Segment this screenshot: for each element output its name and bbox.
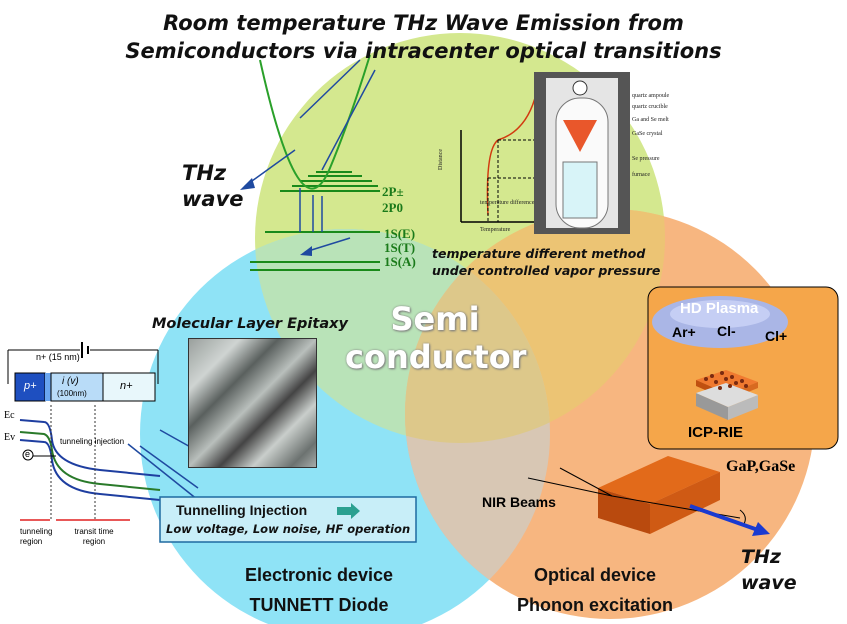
- furnace-label-4: Se pressure: [632, 156, 660, 162]
- furnace-label-3: GaSe crystal: [632, 131, 663, 137]
- temperature-graph: [460, 84, 560, 223]
- thz-wave-label-top: THz wave: [182, 160, 244, 212]
- crystal-block: [598, 456, 720, 534]
- thz-output-arrow: [689, 504, 759, 532]
- optical-device-line-1: Optical device: [533, 565, 657, 585]
- mle-photo: [188, 338, 317, 468]
- icp-panel: [647, 286, 839, 450]
- thz-wave-label-right: THz wave: [741, 544, 797, 596]
- cl-pos-ion: Cl+: [765, 328, 788, 344]
- furnace-label-0: quartz ampoule: [632, 93, 670, 99]
- graph-ylabel: Distance: [438, 149, 444, 170]
- electronic-device-label: Electronic device TUNNETT Diode: [214, 560, 424, 620]
- band-diagram: [19, 405, 161, 521]
- plasma-label: HD Plasma: [680, 300, 759, 317]
- electron-label: e: [25, 449, 31, 459]
- cl-neg-ion: Cl-: [717, 323, 736, 339]
- method-line-1: temperature different method: [432, 246, 646, 261]
- n-plus-label: n+ (15 nm): [36, 352, 80, 362]
- furnace-label-1: quartz crucible: [632, 104, 668, 110]
- ec-label: Ec: [4, 410, 15, 421]
- title-line-2: Semiconductors via intracenter optical t…: [125, 39, 722, 63]
- callout-title: Tunnelling Injection: [176, 502, 308, 518]
- level-1s-e: 1S(E): [384, 226, 416, 241]
- furnace-label-5: furnace: [632, 172, 650, 178]
- transit-region-label: transit time region: [74, 527, 114, 546]
- n-plus-region: n+: [120, 380, 133, 392]
- electronic-device-line-2: TUNNETT Diode: [249, 595, 389, 615]
- level-2p0: 2P0: [382, 200, 403, 215]
- method-label: temperature different method under contr…: [432, 245, 660, 279]
- thz-word: THz: [182, 161, 227, 185]
- i-thickness: (100nm): [57, 389, 87, 398]
- wave-word: wave: [182, 187, 244, 211]
- center-label: Semi conductor: [345, 300, 527, 376]
- electronic-device-line-1: Electronic device: [244, 565, 394, 585]
- electron: [22, 449, 34, 461]
- mle-label: Molecular Layer Epitaxy: [152, 316, 348, 332]
- tunneling-injection-small: tunneling injection: [60, 437, 125, 446]
- tunneling-region-label: tunneling region: [20, 527, 53, 546]
- callout-box: [159, 496, 417, 543]
- icp-label: ICP-RIE: [688, 424, 744, 441]
- ev-label: Ev: [4, 432, 16, 443]
- level-2p-pm: 2P±: [382, 184, 404, 199]
- graph-xlabel: Temperature: [480, 227, 511, 233]
- i-region: i (v): [62, 376, 79, 387]
- furnace: [534, 72, 630, 234]
- optical-device-line-2: Phonon excitation: [516, 595, 673, 615]
- center-label-line-1: Semi: [390, 300, 480, 338]
- method-line-2: under controlled vapor pressure: [432, 263, 661, 278]
- thz-word-right: THz: [741, 546, 781, 568]
- callout-arrow: [337, 503, 360, 519]
- level-1s-a: 1S(A): [384, 254, 416, 269]
- furnace-label-2: Ga and Se melt: [632, 117, 669, 123]
- graph-annotation: temperature difference: [480, 200, 535, 206]
- optical-device-label: Optical device Phonon excitation: [490, 560, 700, 620]
- pin-diode: [7, 342, 159, 402]
- ar-ion: Ar+: [672, 324, 696, 340]
- level-1s-t: 1S(T): [384, 240, 416, 255]
- center-label-line-2: conductor: [345, 338, 527, 376]
- potential-curve: [259, 54, 371, 190]
- title-line-1: Room temperature THz Wave Emission from: [163, 11, 684, 35]
- nir-label: NIR Beams: [482, 494, 556, 510]
- callout-text: Low voltage, Low noise, HF operation: [166, 522, 411, 536]
- crystals-label: GaP,GaSe: [726, 458, 796, 475]
- p-plus-region: p+: [24, 380, 37, 392]
- wave-word-right: wave: [741, 572, 797, 594]
